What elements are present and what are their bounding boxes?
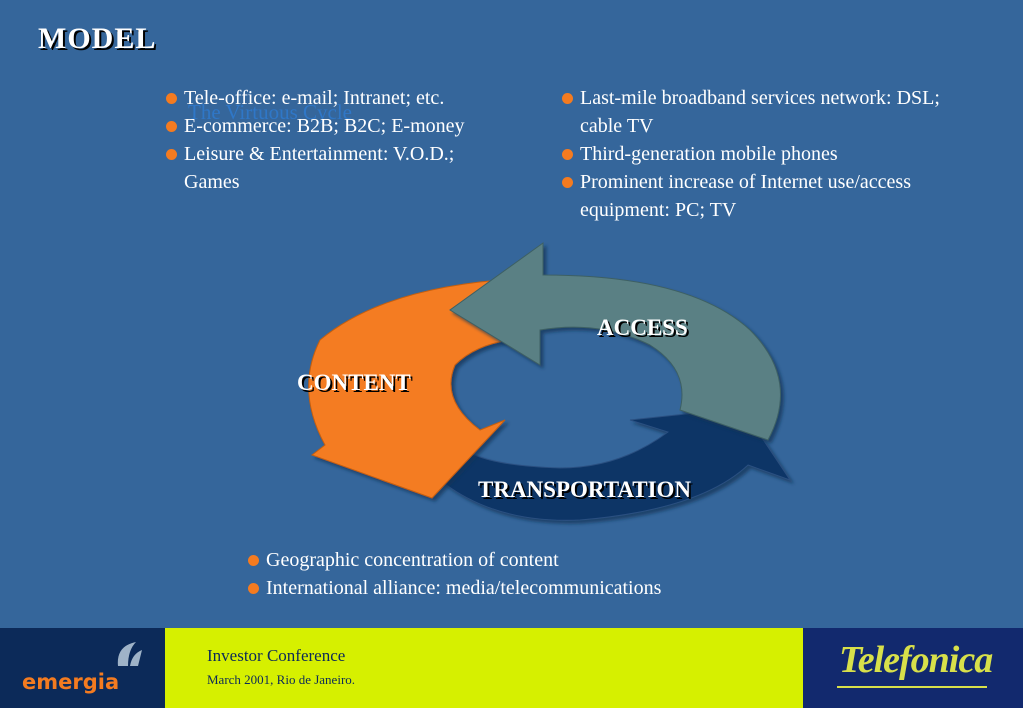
list-item: Tele-office: e-mail; Intranet; etc. — [166, 84, 476, 112]
conference-panel: Investor Conference March 2001, Rio de J… — [165, 628, 803, 708]
content-bullet-list: Tele-office: e-mail; Intranet; etc. E-co… — [166, 84, 476, 196]
list-item: International alliance: media/telecommun… — [248, 574, 848, 602]
list-item: Prominent increase of Internet use/acces… — [562, 168, 982, 224]
conference-date: March 2001, Rio de Janeiro. — [207, 672, 356, 687]
list-item: Third-generation mobile phones — [562, 140, 982, 168]
emergia-swoosh-icon — [117, 642, 142, 666]
content-arrow — [308, 279, 511, 499]
list-item: E-commerce: B2B; B2C; E-money — [166, 112, 476, 140]
telefonica-logo-panel: Telefonica — [803, 628, 1023, 708]
slide: MODEL The Virtuous Cycle Tele-office: e-… — [38, 22, 982, 602]
conference-title: Investor Conference — [207, 646, 346, 665]
access-bullet-list: Last-mile broadband services network: DS… — [562, 84, 982, 224]
emergia-logo-panel: emergia — [0, 628, 165, 708]
footer: emergia Investor Conference March 2001, … — [0, 628, 1023, 708]
ghost-subtitle: The Virtuous Cycle — [188, 100, 352, 124]
list-item: Last-mile broadband services network: DS… — [562, 84, 982, 140]
emergia-logo: emergia — [22, 670, 120, 694]
transport-bullet-list: Geographic concentration of content Inte… — [248, 546, 848, 602]
telefonica-underline — [837, 686, 987, 688]
transportation-label: TRANSPORTATION — [478, 477, 692, 502]
slide-title: MODEL — [38, 22, 157, 55]
access-arrow — [449, 242, 781, 441]
transport-arrow — [408, 407, 792, 521]
list-item: Leisure & Entertainment: V.O.D.; Games — [166, 140, 476, 196]
list-item: Geographic concentration of content — [248, 546, 848, 574]
access-label: ACCESS — [597, 315, 688, 340]
telefonica-logo: Telefonica — [839, 639, 993, 681]
virtuous-cycle-diagram — [308, 242, 792, 521]
content-label: CONTENT — [297, 370, 411, 395]
